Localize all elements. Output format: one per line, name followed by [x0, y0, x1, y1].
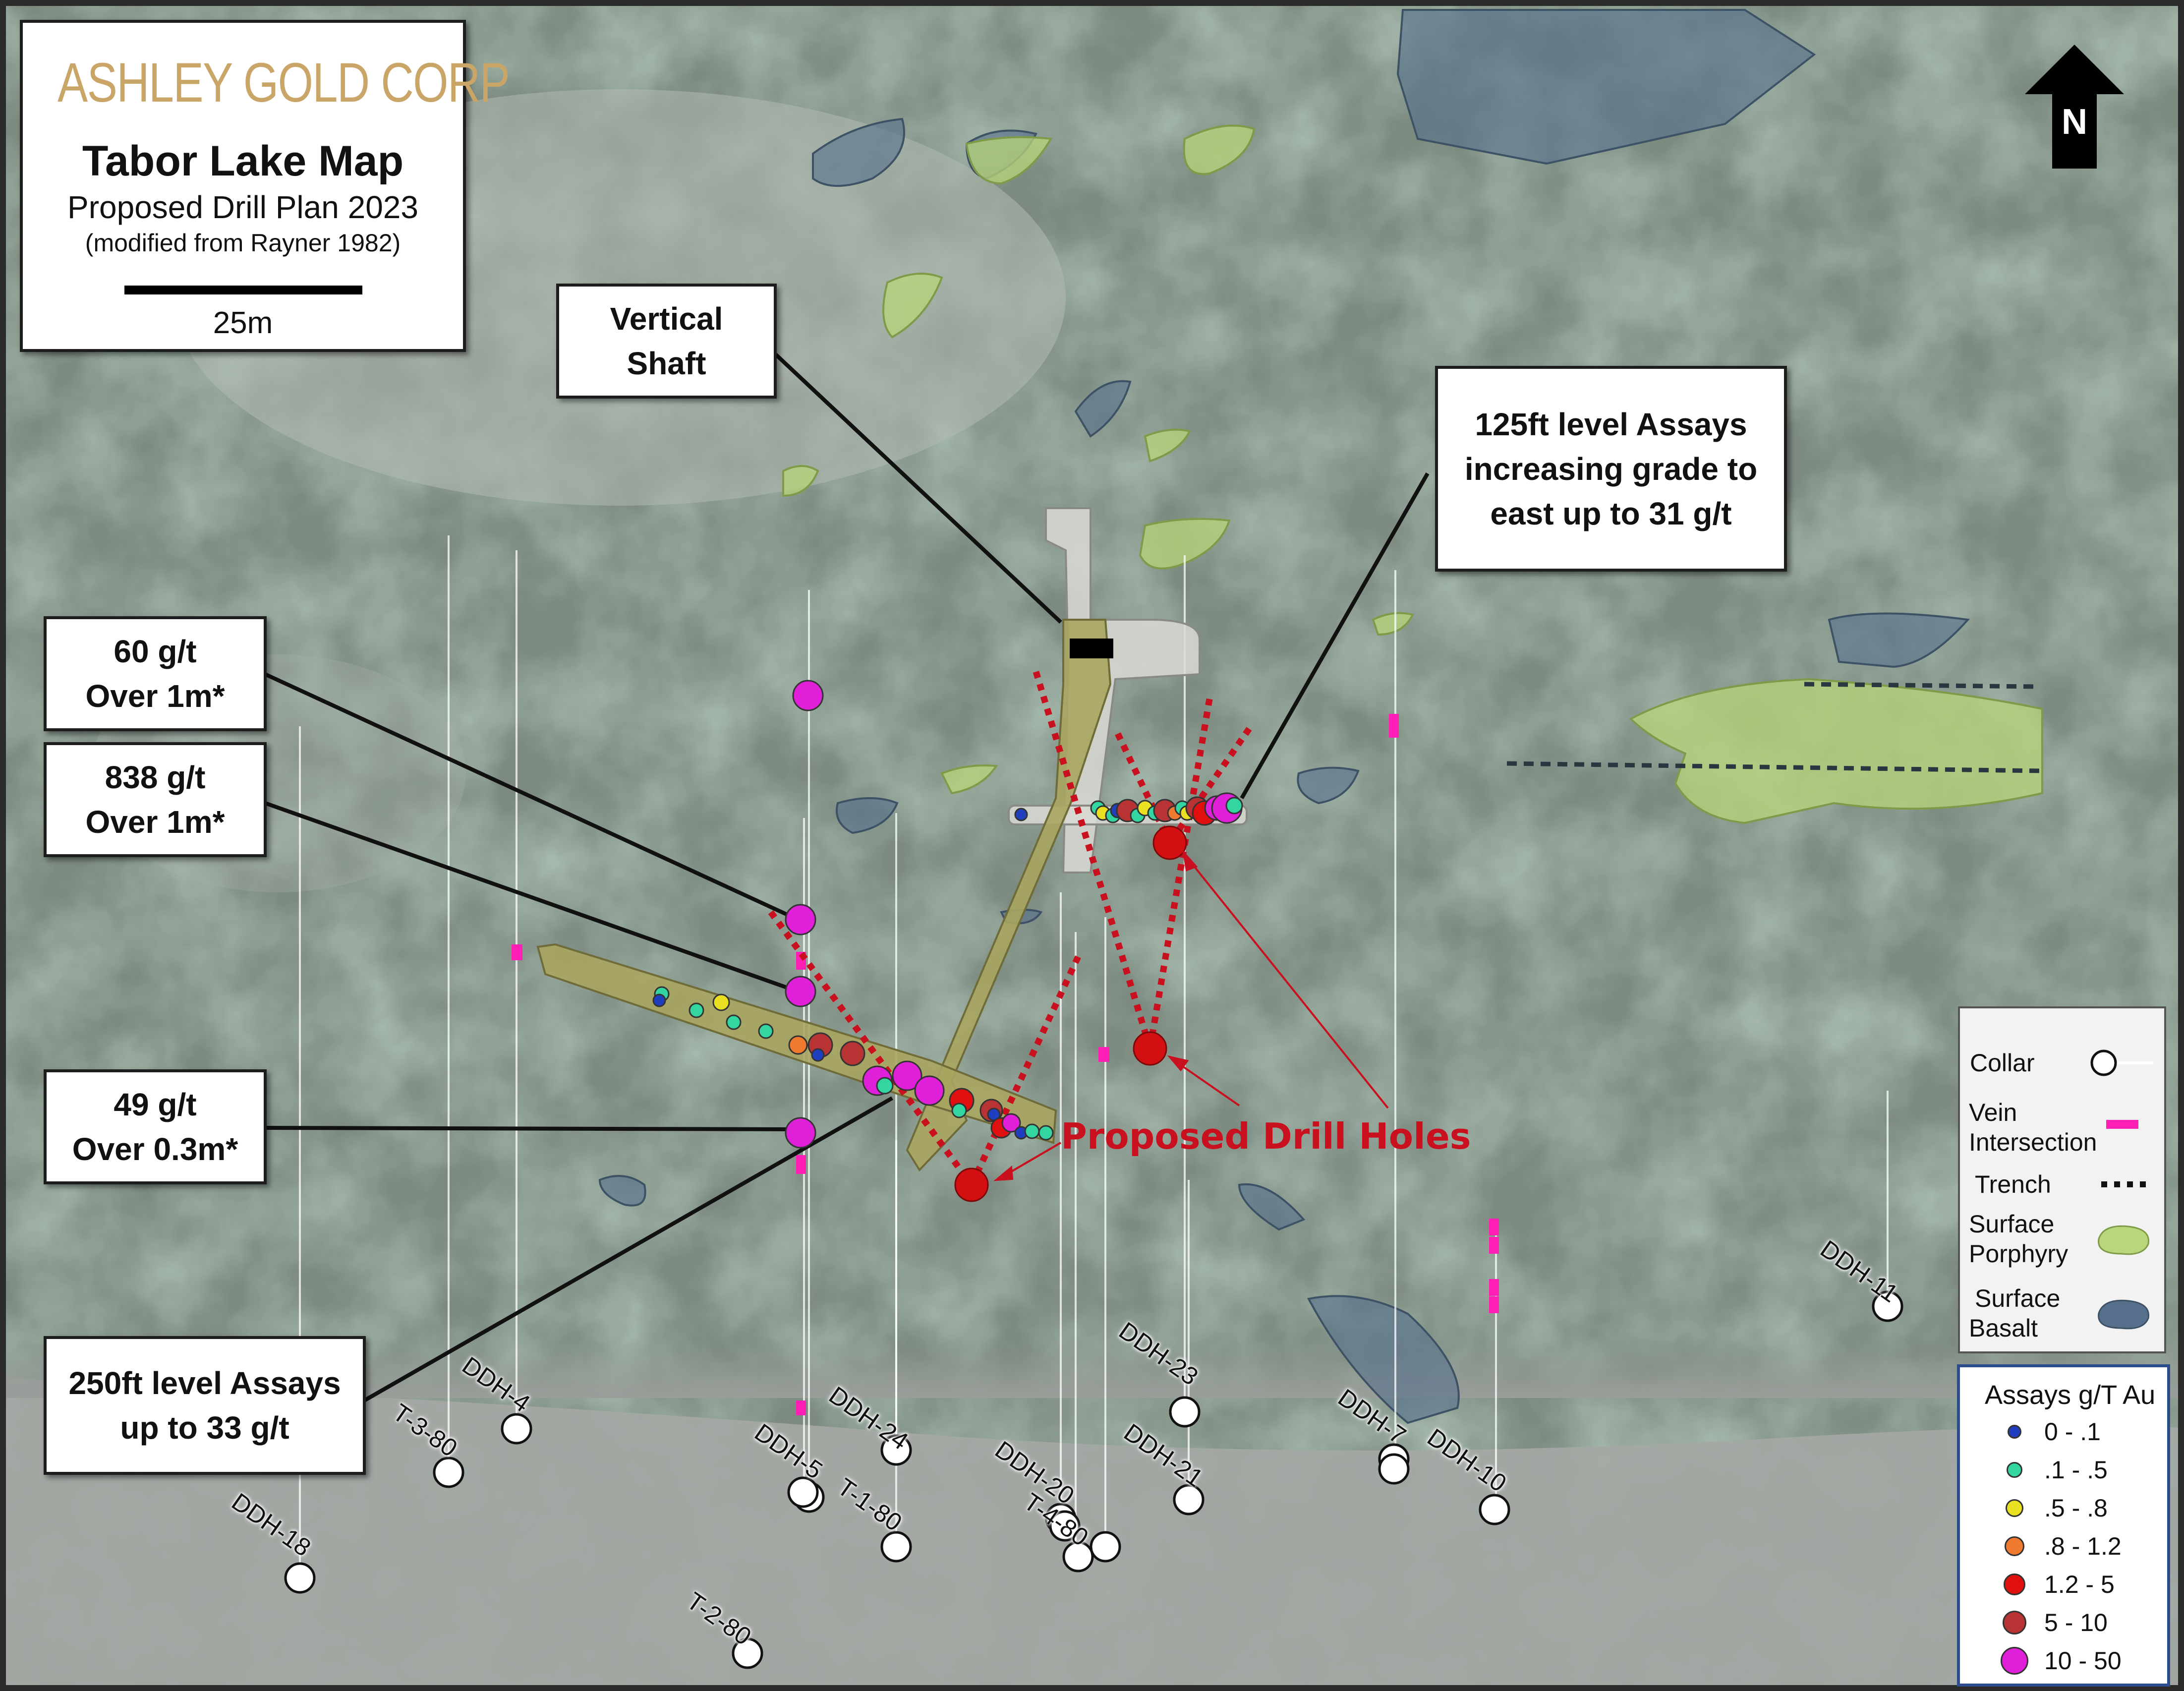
proposed-leaders [993, 849, 1389, 1181]
assay-swatch-icon [2004, 1574, 2025, 1595]
callout-line: Over 1m* [85, 804, 225, 840]
callout-line: 49 g/t [114, 1087, 197, 1122]
legend-trench-label: Trench [1975, 1170, 2051, 1198]
legend-collar-label: Collar [1970, 1049, 2035, 1077]
proposed-drill-traces [768, 671, 1252, 1187]
map-title: Tabor Lake Map [82, 137, 404, 185]
vein-intersections [512, 714, 1499, 1415]
company-name: ASHLEY GOLD CORP [57, 51, 510, 114]
surface-basalt-outcrops [598, 9, 1970, 1424]
assay-legend-row: .1 - .5 [1960, 1455, 2167, 1485]
assay-swatch-icon [2005, 1536, 2024, 1556]
assay-range-label: .1 - .5 [2044, 1456, 2108, 1484]
map-subtitle: Proposed Drill Plan 2023 [67, 189, 418, 225]
assay-range-label: .8 - 1.2 [2044, 1532, 2122, 1560]
callout-line: Over 0.3m* [72, 1131, 238, 1167]
map-legend: Collar Vein Intersection Trench Surface … [1958, 1006, 2166, 1353]
title-box: ASHLEY GOLD CORP Tabor Lake Map Proposed… [20, 20, 510, 352]
basalt-swatch-icon [2098, 1299, 2149, 1330]
callout-line: Shaft [627, 346, 706, 381]
assay-legend-row: 5 - 10 [1960, 1608, 2167, 1637]
assay-legend-row: .5 - .8 [1960, 1493, 2167, 1523]
assay-swatch-icon [2007, 1462, 2022, 1478]
assay-legend-row: 1.2 - 5 [1960, 1570, 2167, 1599]
surface-porphyry-outcrops [782, 124, 2043, 824]
lake-shore [0, 1378, 2184, 1691]
proposed-drill-collars [954, 825, 1187, 1202]
source-note: (modified from Rayner 1982) [85, 229, 401, 257]
scale-bar [124, 286, 362, 294]
assay-legend-title: Assays g/T Au [1985, 1380, 2156, 1410]
callout-250ft-assays: 250ft level Assays up to 33 g/t [44, 1336, 366, 1475]
legend-porphyry-label-1: Surface [1969, 1210, 2055, 1238]
callout-125ft-assays: 125ft level Assays increasing grade to e… [1435, 366, 1787, 572]
callout-line: Vertical [610, 301, 723, 337]
north-arrow-icon: N [2025, 45, 2124, 169]
callout-838gt: 838 g/t Over 1m* [44, 742, 267, 857]
assay-points [652, 680, 1243, 1149]
callout-vertical-shaft: Vertical Shaft [556, 284, 777, 399]
callout-line: 60 g/t [114, 634, 197, 669]
callout-line: 838 g/t [105, 759, 206, 795]
assay-legend: Assays g/T Au 0 - .1 .1 - .5 .5 - .8 .8 - 1… [1957, 1364, 2170, 1687]
callout-line: 125ft level Assays [1475, 406, 1747, 442]
assay-legend-row: .8 - 1.2 [1960, 1531, 2167, 1561]
callout-leaders [264, 353, 1430, 1402]
legend-basalt-label-2: Basalt [1969, 1314, 2038, 1342]
assay-range-label: .5 - .8 [2044, 1494, 2108, 1522]
callout-49gt: 49 g/t Over 0.3m* [44, 1069, 267, 1184]
legend-basalt-label-1: Surface [1975, 1284, 2061, 1312]
assay-swatch-icon [2006, 1499, 2023, 1517]
porphyry-swatch-icon [2098, 1225, 2149, 1255]
assay-swatch-icon [2001, 1647, 2028, 1675]
assay-range-label: 10 - 50 [2044, 1647, 2122, 1675]
callout-line: east up to 31 g/t [1490, 495, 1732, 531]
drill-collars [284, 1290, 1903, 1669]
callout-line: 250ft level Assays [68, 1365, 341, 1401]
callout-line: Over 1m* [85, 678, 225, 714]
legend-porphyry-label-2: Porphyry [1969, 1240, 2069, 1268]
assay-range-label: 5 - 10 [2044, 1609, 2108, 1636]
callout-line: increasing grade to [1464, 451, 1758, 487]
assay-range-label: 1.2 - 5 [2044, 1571, 2115, 1598]
trench-icon [2101, 1181, 2146, 1187]
assay-swatch-icon [2008, 1425, 2021, 1439]
vein-swatch-icon [2106, 1120, 2138, 1129]
legend-vein-label-2: Intersection [1969, 1128, 2097, 1156]
trenches [1506, 682, 2043, 773]
shaft-icon [1070, 639, 1113, 658]
scale-label: 25m [213, 306, 273, 340]
assay-range-label: 0 - .1 [2044, 1418, 2101, 1446]
assay-legend-row: 10 - 50 [1960, 1646, 2167, 1676]
company-logo: ASHLEY GOLD CORP [48, 43, 510, 122]
legend-vein-label-1: Vein [1969, 1099, 2017, 1126]
collar-icon [2090, 1050, 2153, 1076]
assay-swatch-icon [2003, 1611, 2026, 1634]
assay-legend-row: 0 - .1 [1960, 1417, 2167, 1447]
north-label: N [2062, 102, 2087, 142]
callout-60gt: 60 g/t Over 1m* [44, 616, 267, 731]
proposed-drill-holes-label: Proposed Drill Holes [1061, 1115, 1471, 1157]
callout-line: up to 33 g/t [120, 1410, 289, 1446]
